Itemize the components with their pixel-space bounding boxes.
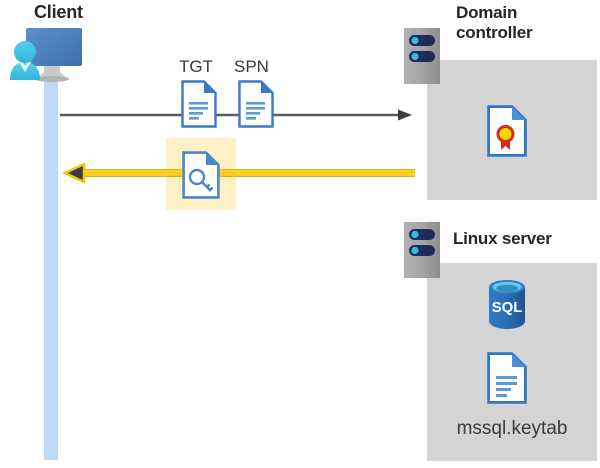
spn-document-icon <box>238 80 274 128</box>
keytab-document-icon <box>487 352 527 404</box>
spn-label: SPN <box>234 57 269 76</box>
domain-controller-title-line1: Domain <box>456 3 518 22</box>
keytab-filename-label: mssql.keytab <box>456 418 568 439</box>
tgt-document-icon <box>181 80 217 128</box>
client-title: Client <box>34 2 83 22</box>
sql-database-icon: SQL <box>485 278 529 330</box>
domain-controller-title-line2: controller <box>456 22 533 42</box>
client-lifeline <box>44 78 58 460</box>
request-arrow-client-to-domain-controller <box>60 109 412 121</box>
service-ticket-key-document-icon <box>182 151 220 199</box>
response-arrow-domain-controller-to-client <box>62 162 415 184</box>
sql-icon-label: SQL <box>492 299 523 316</box>
domain-controller-title: Domain controller <box>456 3 586 42</box>
linux-server-title: Linux server <box>453 229 552 248</box>
certificate-document-icon <box>487 105 527 157</box>
domain-controller-server-icon <box>404 28 440 84</box>
tgt-label: TGT <box>179 57 213 76</box>
client-user-computer-icon <box>6 24 96 86</box>
linux-server-server-icon <box>404 222 440 278</box>
